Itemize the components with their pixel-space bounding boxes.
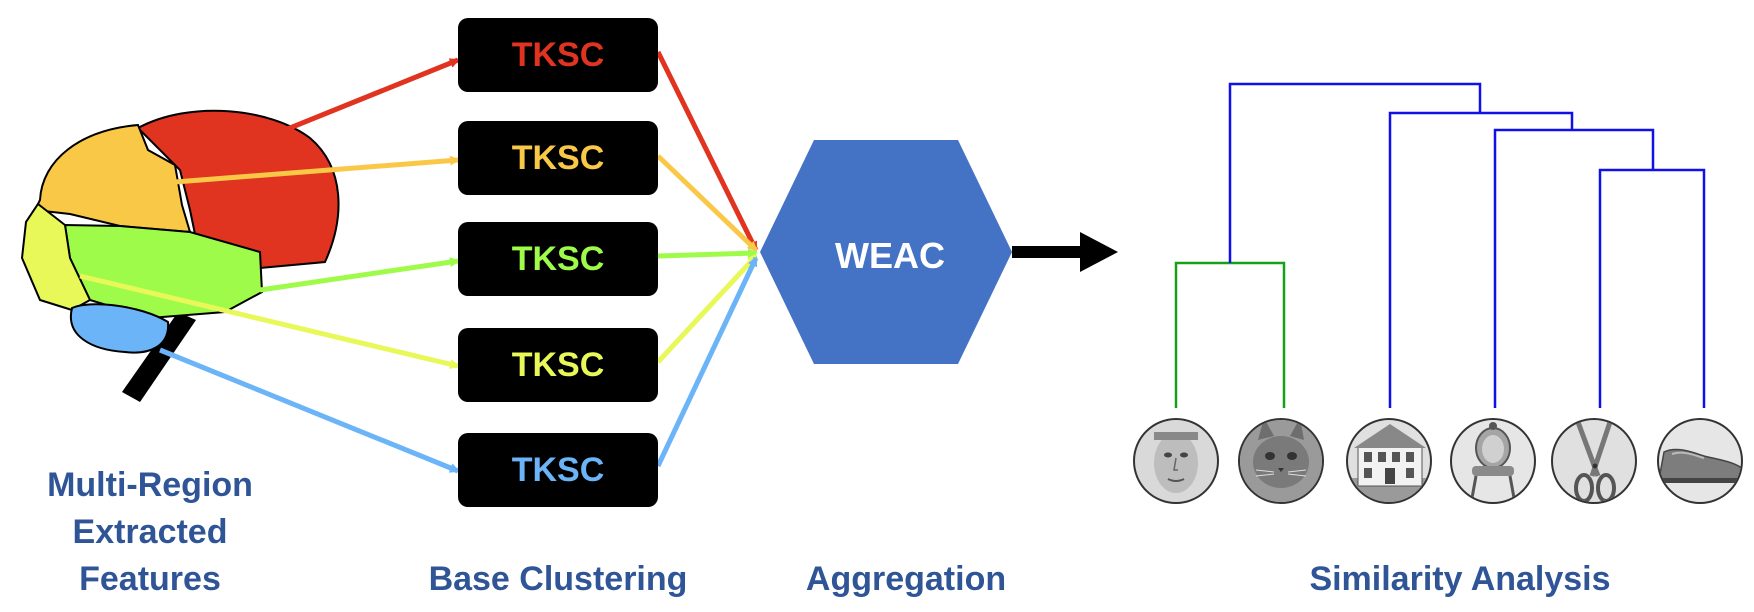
tksc-label-5: TKSC — [511, 450, 605, 489]
base-clustering-label: Base Clustering — [428, 560, 688, 598]
tksc-label-3: TKSC — [511, 239, 605, 278]
arrow-parietal-to-tksc-1 — [279, 57, 460, 135]
arrow-tksc-1-to-weac — [655, 50, 759, 252]
arrow-tksc-2-to-weac — [656, 154, 758, 252]
similarity-analysis-label: Similarity Analysis — [1309, 560, 1611, 598]
brain-region-parietal — [136, 109, 340, 270]
tksc-box-4: TKSC — [458, 328, 658, 402]
output-arrow — [1012, 232, 1118, 272]
features-label-line-2: Extracted — [72, 513, 228, 551]
tksc-label-4: TKSC — [511, 345, 605, 384]
tksc-box-5: TKSC — [458, 433, 658, 507]
aggregation-arrows — [655, 50, 759, 468]
dendrogram-blue-cluster — [1228, 82, 1706, 408]
dendrogram — [1174, 82, 1706, 408]
arrow-tksc-4-to-weac — [656, 254, 758, 364]
leaf-shoe-image — [1657, 418, 1743, 504]
leaf-face-image — [1133, 418, 1219, 504]
brain-region-cerebellum — [69, 303, 170, 354]
tksc-label-1: TKSC — [511, 35, 605, 74]
features-label-line-3: Features — [79, 560, 221, 598]
tksc-box-3: TKSC — [458, 222, 658, 296]
arrow-frontal-to-tksc-2 — [174, 155, 460, 185]
tksc-box-2: TKSC — [458, 121, 658, 195]
feature-arrows — [79, 57, 460, 474]
leaf-cat-image — [1238, 418, 1324, 504]
dendrogram-green-cluster — [1174, 261, 1286, 408]
leaf-scissors-image — [1551, 418, 1637, 504]
arrow-tksc-3-to-weac — [657, 248, 758, 259]
arrow-cerebellum-to-tksc-5 — [159, 347, 460, 474]
arrow-tksc-5-to-weac — [655, 256, 759, 468]
features-label-line-1: Multi-Region — [47, 466, 253, 504]
arrow-temporal-to-tksc-3 — [259, 257, 460, 293]
tksc-label-2: TKSC — [511, 138, 605, 177]
weac-label: WEAC — [835, 235, 945, 276]
arrow-prefrontal-to-tksc-4 — [79, 273, 460, 370]
leaf-images — [1133, 418, 1743, 504]
tksc-box-1: TKSC — [458, 18, 658, 92]
brain-stem — [122, 312, 196, 402]
brain-illustration — [20, 109, 340, 402]
leaf-chair-image — [1450, 418, 1536, 504]
leaf-house-image — [1346, 418, 1432, 504]
weac-hexagon — [760, 140, 1012, 364]
aggregation-label: Aggregation — [805, 560, 1007, 598]
features-stage-label: Multi-Region Extracted Features — [20, 462, 280, 603]
